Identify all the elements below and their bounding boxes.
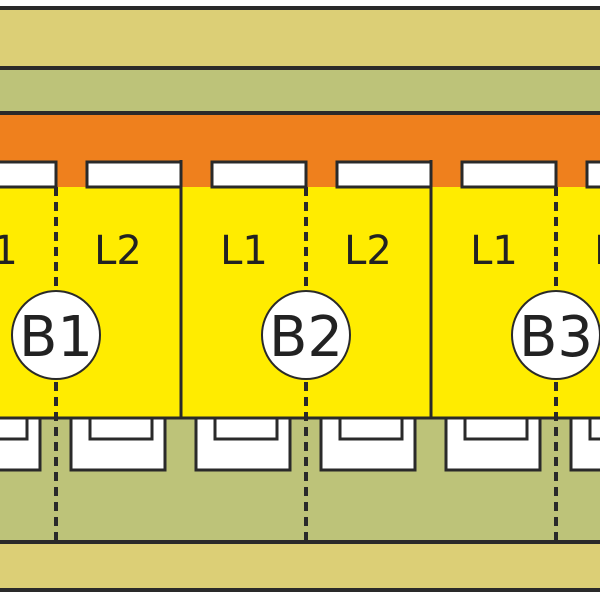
pole-label-l1: L1 [0, 228, 18, 274]
pole-label-l1: L1 [470, 228, 518, 274]
terminal-tab [460, 160, 558, 189]
pole-label-l1: L1 [220, 228, 268, 274]
terminal-tab [210, 160, 308, 189]
terminal-tab [85, 160, 183, 189]
top-outer-band [0, 8, 600, 68]
terminal-tab [585, 160, 600, 189]
terminal-tab [335, 160, 433, 189]
top-green-band [0, 68, 600, 113]
pole-label-l2: L2 [94, 228, 142, 274]
band-lines [0, 6, 600, 592]
breaker-label: B3 [519, 305, 593, 370]
pole-label-l2: L2 [594, 228, 600, 274]
mounting-clip-inner [588, 416, 600, 441]
terminal-tab [0, 160, 58, 189]
breaker-badge [261, 290, 351, 380]
breaker-badge [511, 290, 600, 380]
mounting-clip-inner [213, 416, 279, 441]
breaker-label: B1 [19, 305, 93, 370]
mounting-clip-inner [463, 416, 529, 441]
mounting-clip-inner [0, 416, 29, 441]
mounting-clip-inner [88, 416, 154, 441]
breaker-label: B2 [269, 305, 343, 370]
mounting-clip-inner [338, 416, 404, 441]
pole-label-l2: L2 [344, 228, 392, 274]
bottom-outer-band [0, 542, 600, 590]
breaker-badge [11, 290, 101, 380]
